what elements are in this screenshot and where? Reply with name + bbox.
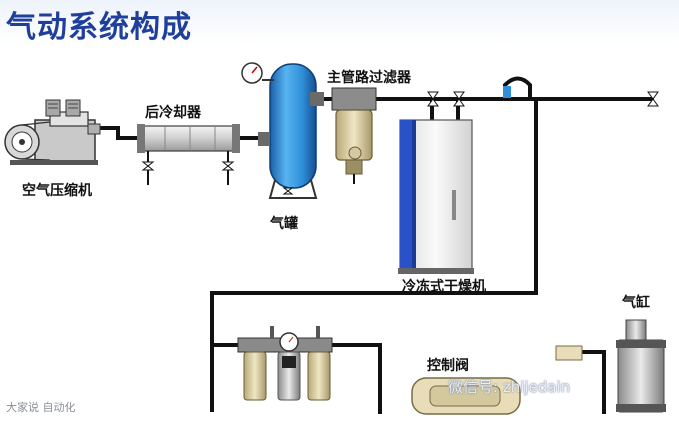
air-compressor-icon xyxy=(4,99,101,165)
main-line-valves xyxy=(427,91,659,107)
control-valve-label: 控制阀 xyxy=(427,358,469,374)
refrigerated-dryer-icon xyxy=(398,119,474,274)
left-watermark: 大家说 自动化 xyxy=(6,401,76,414)
after-cooler-label: 后冷却器 xyxy=(145,105,201,121)
gooseneck-pipe xyxy=(503,76,532,99)
air-compressor-label: 空气压缩机 xyxy=(22,183,92,199)
wechat-watermark: 微信号: zhijedain xyxy=(448,378,571,396)
gooseneck-blue-fitting xyxy=(503,86,511,98)
main-filter-label: 主管路过滤器 xyxy=(327,70,411,86)
page-title: 气动系统构成 xyxy=(6,10,192,45)
air-tank-icon xyxy=(241,62,324,199)
air-cylinder-icon xyxy=(555,319,666,413)
control-valve-icon xyxy=(411,377,521,415)
frl-unit-icon xyxy=(237,326,333,401)
after-cooler-icon xyxy=(137,124,240,185)
air-tank-label: 气罐 xyxy=(270,216,298,232)
air-cylinder-label: 气缸 xyxy=(622,295,650,311)
refrigerated-dryer-label: 冷冻式干燥机 xyxy=(402,279,486,295)
main-filter-icon xyxy=(331,87,377,184)
header-band xyxy=(0,0,679,44)
